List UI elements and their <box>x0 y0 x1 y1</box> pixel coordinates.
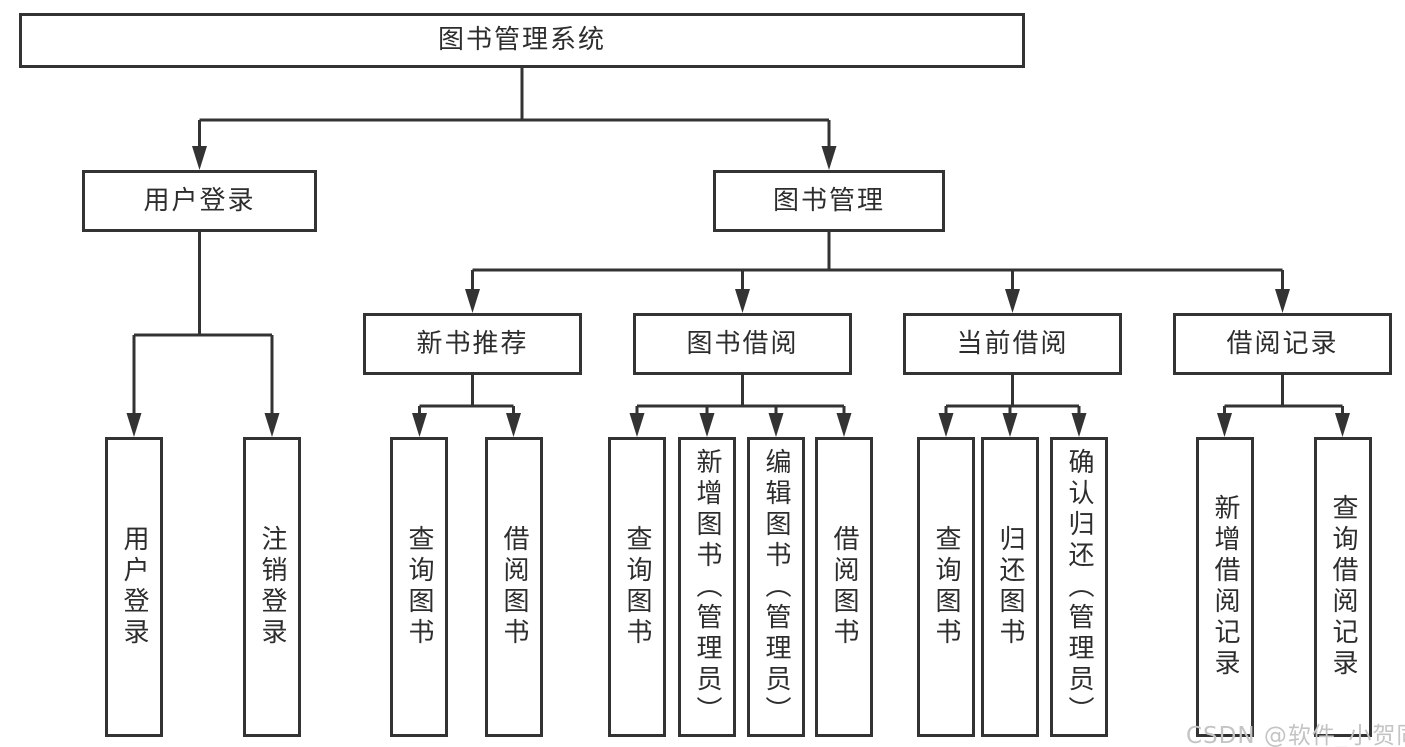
node-label: 归还图书 <box>995 525 1025 649</box>
connector-book-management-to-level2 <box>471 232 1284 292</box>
arrowhead <box>1005 289 1020 313</box>
arrowhead <box>821 146 837 170</box>
arrowhead <box>506 413 521 437</box>
watermark: CSDN @软件_小贺同学 <box>1186 723 1405 747</box>
arrowhead <box>126 413 142 437</box>
node-label: 新增借阅记录 <box>1210 494 1240 680</box>
node-new-book-recommendation: 新书推荐 <box>363 313 582 375</box>
arrowhead <box>465 289 480 313</box>
node-label: 当前借阅 <box>956 328 1069 359</box>
arrowhead <box>1217 413 1232 437</box>
arrowhead <box>768 413 784 437</box>
node-borrowing-records: 借阅记录 <box>1173 313 1392 375</box>
leaf-query-books-borrowing: 查询图书 <box>608 437 666 737</box>
connector-borrowing-records-to-children <box>1223 375 1344 416</box>
leaf-edit-books-admin: 编辑图书（管理员） <box>747 437 805 737</box>
node-book-borrowing: 图书借阅 <box>633 313 852 375</box>
node-label: 注销登录 <box>257 525 287 649</box>
arrowhead <box>699 413 715 437</box>
node-label: 图书管理 <box>772 185 885 216</box>
leaf-borrow-books-recommend: 借阅图书 <box>485 437 543 737</box>
arrowhead <box>1002 413 1018 437</box>
leaf-borrow-books-borrowing: 借阅图书 <box>815 437 873 737</box>
connector-user-login-to-children <box>132 232 274 416</box>
node-label: 编辑图书（管理员） <box>761 447 791 727</box>
arrowhead <box>836 413 852 437</box>
node-label: 用户登录 <box>143 185 256 216</box>
leaf-user-login: 用户登录 <box>105 437 163 737</box>
node-label: 借阅记录 <box>1226 328 1339 359</box>
node-current-borrowing: 当前借阅 <box>903 313 1122 375</box>
leaf-logout: 注销登录 <box>243 437 301 737</box>
arrowhead <box>629 413 645 437</box>
connector-root-to-level1 <box>198 68 831 150</box>
leaf-query-borrowing-record: 查询借阅记录 <box>1314 437 1372 737</box>
connector-book-borrowing-to-children <box>635 375 846 416</box>
arrowhead <box>1071 413 1087 437</box>
node-label: 新书推荐 <box>416 328 529 359</box>
leaf-confirm-return-admin: 确认归还（管理员） <box>1050 437 1108 737</box>
connector-current-borrowing-to-children <box>944 375 1081 416</box>
node-book-management: 图书管理 <box>713 170 945 232</box>
node-label: 新增图书（管理员） <box>692 447 722 727</box>
leaf-add-borrowing-record: 新增借阅记录 <box>1196 437 1254 737</box>
leaf-return-books: 归还图书 <box>981 437 1039 737</box>
arrowhead <box>192 146 207 170</box>
arrowhead <box>1335 413 1350 437</box>
node-library-management-system: 图书管理系统 <box>19 13 1025 68</box>
arrowhead <box>735 289 750 313</box>
node-label: 用户登录 <box>119 525 149 649</box>
node-label: 查询借阅记录 <box>1328 494 1358 680</box>
node-label: 查询图书 <box>622 525 652 649</box>
node-label: 图书管理系统 <box>437 25 606 56</box>
leaf-query-books-recommend: 查询图书 <box>390 437 448 737</box>
leaf-add-books-admin: 新增图书（管理员） <box>678 437 736 737</box>
node-label: 借阅图书 <box>499 525 529 649</box>
arrowhead <box>1275 289 1290 313</box>
leaf-query-books-current: 查询图书 <box>917 437 975 737</box>
node-label: 确认归还（管理员） <box>1064 447 1094 727</box>
arrowhead <box>938 413 954 437</box>
node-label: 查询图书 <box>404 525 434 649</box>
node-user-login: 用户登录 <box>82 170 317 232</box>
connector-new-book-recommendation-to-children <box>418 375 515 416</box>
node-label: 借阅图书 <box>829 525 859 649</box>
node-label: 查询图书 <box>931 525 961 649</box>
arrowhead <box>412 413 427 437</box>
arrowhead <box>264 413 280 437</box>
node-label: 图书借阅 <box>686 328 799 359</box>
